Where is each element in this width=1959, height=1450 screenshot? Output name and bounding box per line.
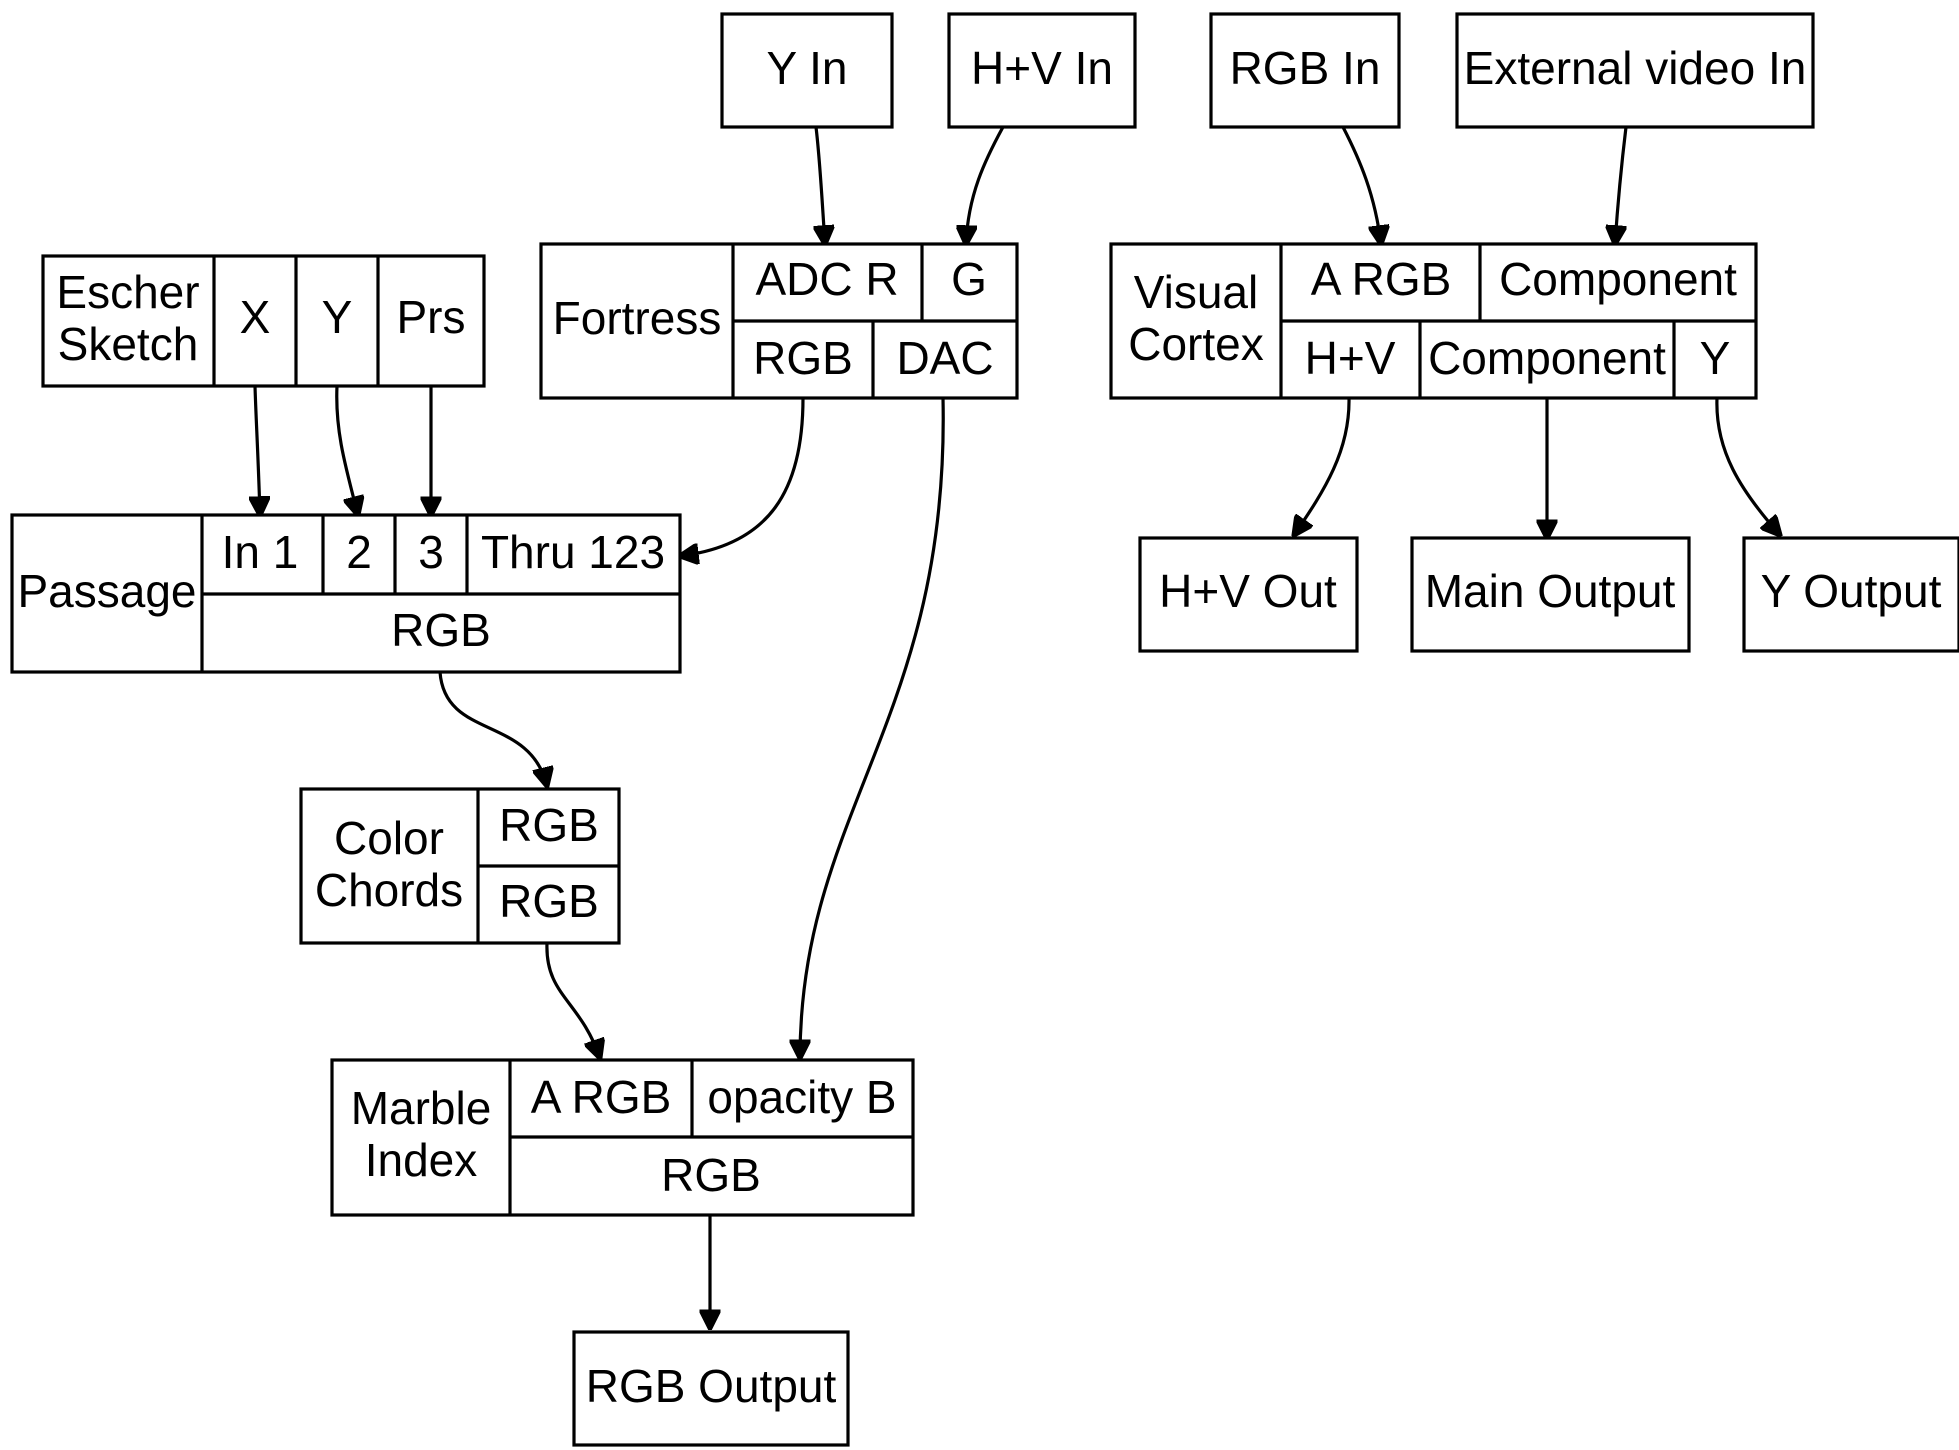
edge-rgb-in-to-visual-cortex-a-rgb <box>1341 126 1381 244</box>
node-escher-sketch: Escher Sketch X Y Prs <box>41 254 486 388</box>
port-a-rgb: A RGB <box>531 1071 672 1123</box>
edge-color-chords-to-marble-argb <box>545 942 600 1058</box>
edge-escher-y-to-passage-2 <box>335 385 358 515</box>
node-title-line-2: Index <box>365 1134 478 1186</box>
node-hv-out: H+V Out <box>1138 536 1359 653</box>
port-adc-r: ADC R <box>755 253 898 305</box>
port-rgb-out: RGB <box>499 875 599 927</box>
port-rgb-in: RGB <box>499 799 599 851</box>
edge-external-video-in-to-visual-cortex-component <box>1615 126 1628 244</box>
node-main-output: Main Output <box>1410 536 1691 653</box>
node-title: Fortress <box>553 292 722 344</box>
node-color-chords: Color Chords RGB RGB <box>299 787 621 945</box>
node-hv-in: H+V In <box>947 12 1137 129</box>
edge-cortex-hv-to-hv-out <box>1294 397 1351 535</box>
node-title-line-2: Sketch <box>58 318 199 370</box>
port-2: 2 <box>346 526 372 578</box>
node-visual-cortex: Visual Cortex A RGB Component H+V Compon… <box>1109 242 1758 400</box>
node-marble-index: Marble Index A RGB opacity B RGB <box>330 1058 915 1217</box>
edge-escher-x-to-passage-in1 <box>255 385 260 515</box>
node-label: Y Output <box>1761 565 1942 617</box>
node-label: H+V In <box>971 42 1113 94</box>
node-label: Y In <box>767 42 848 94</box>
port-rgb: RGB <box>753 332 853 384</box>
port-rgb: RGB <box>391 604 491 656</box>
port-thru-123: Thru 123 <box>481 526 665 578</box>
port-component-in: Component <box>1499 253 1737 305</box>
port-prs: Prs <box>397 291 466 343</box>
node-label: External video In <box>1464 42 1807 94</box>
port-in-1: In 1 <box>222 526 299 578</box>
edge-passage-rgb-to-color-chords <box>438 671 547 786</box>
node-title: Passage <box>17 565 196 617</box>
node-label: RGB In <box>1230 42 1381 94</box>
node-title-line-2: Cortex <box>1128 318 1263 370</box>
edge-y-in-to-fortress-adc-r <box>816 126 825 244</box>
port-hv: H+V <box>1305 332 1396 384</box>
port-g: G <box>951 253 987 305</box>
port-a-rgb: A RGB <box>1311 253 1452 305</box>
node-rgb-output: RGB Output <box>572 1330 850 1447</box>
node-label: RGB Output <box>586 1360 837 1412</box>
node-title-line-1: Color <box>334 812 444 864</box>
node-y-output: Y Output <box>1742 536 1959 653</box>
node-title-line-1: Escher <box>56 266 199 318</box>
node-label: Main Output <box>1425 565 1676 617</box>
node-y-in: Y In <box>720 12 894 129</box>
node-external-video-in: External video In <box>1455 12 1815 129</box>
edge-fortress-rgb-to-passage-thru <box>680 397 805 556</box>
node-title-line-1: Visual <box>1134 266 1258 318</box>
node-title-line-1: Marble <box>351 1082 492 1134</box>
port-y: Y <box>322 291 353 343</box>
port-x: X <box>240 291 271 343</box>
port-dac: DAC <box>896 332 993 384</box>
port-component-out: Component <box>1428 332 1666 384</box>
edge-hv-in-to-fortress-g <box>966 126 1005 244</box>
port-3: 3 <box>418 526 444 578</box>
port-opacity-b: opacity B <box>707 1071 896 1123</box>
node-rgb-in: RGB In <box>1209 12 1401 129</box>
edge-fortress-dac-to-marble-opacity <box>800 397 945 1058</box>
port-rgb: RGB <box>661 1149 761 1201</box>
edge-cortex-y-to-y-output <box>1715 397 1780 535</box>
node-fortress: Fortress ADC R G RGB DAC <box>539 242 1019 400</box>
edges <box>255 126 1780 1328</box>
port-y: Y <box>1700 332 1731 384</box>
node-passage: Passage In 1 2 3 Thru 123 RGB <box>10 513 682 674</box>
node-label: H+V Out <box>1159 565 1337 617</box>
node-title-line-2: Chords <box>315 864 463 916</box>
